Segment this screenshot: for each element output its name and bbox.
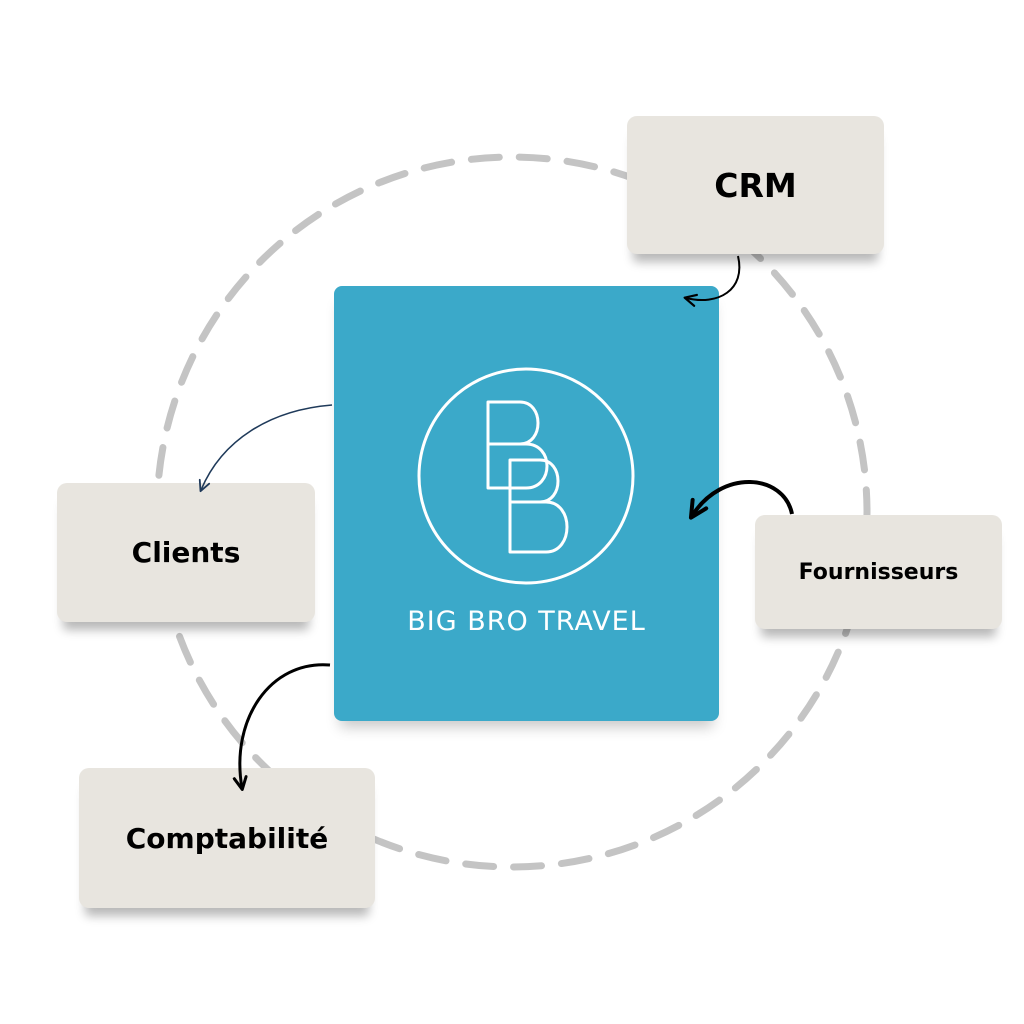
brand-name: BIG BRO TRAVEL — [407, 606, 646, 637]
arrow-fournisseurs-to-center — [688, 480, 794, 520]
crm-node: CRM — [627, 116, 884, 254]
fournisseurs-node: Fournisseurs — [755, 515, 1002, 629]
arrow-crm-to-center — [683, 255, 741, 307]
arrow-center-to-clients — [198, 404, 333, 493]
arrow-center-to-comptabilite — [232, 663, 331, 791]
comptabilite-node: Comptabilité — [79, 768, 375, 908]
center-brand-card: BIG BRO TRAVEL — [334, 286, 719, 721]
bb-logo-icon — [417, 367, 635, 585]
clients-node: Clients — [57, 483, 315, 622]
